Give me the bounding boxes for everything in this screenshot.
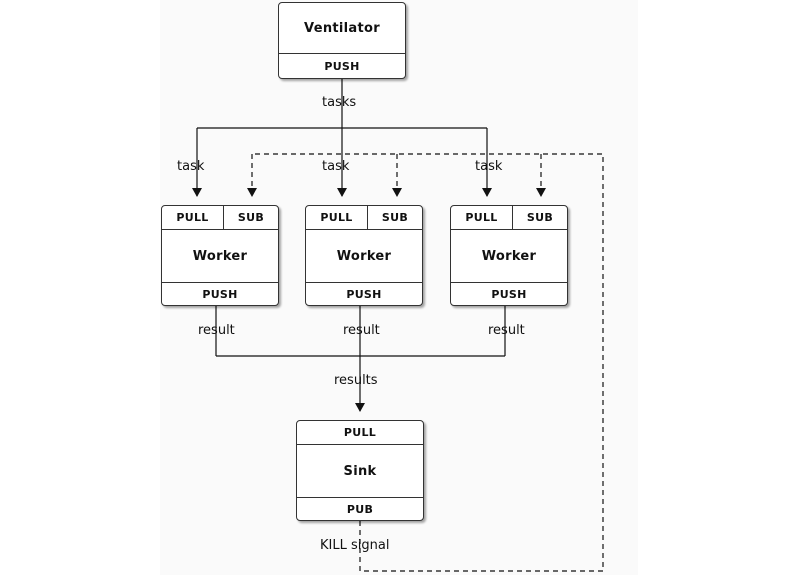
worker-pull-socket: PULL xyxy=(162,206,224,230)
sink-pull-socket: PULL xyxy=(297,421,423,445)
worker-title: Worker xyxy=(481,248,537,264)
task-label-1: task xyxy=(177,159,205,174)
ventilator-title: Ventilator xyxy=(304,20,380,36)
worker-box-2: PULL SUB Worker PUSH xyxy=(305,205,423,306)
worker-sub-socket: SUB xyxy=(224,206,278,230)
worker-pull-socket: PULL xyxy=(451,206,513,230)
kill-signal-line xyxy=(252,153,604,572)
worker-box-3: PULL SUB Worker PUSH xyxy=(450,205,568,306)
worker-push-socket: PUSH xyxy=(306,282,422,305)
sink-title: Sink xyxy=(343,463,377,479)
worker-sub-socket: SUB xyxy=(368,206,422,230)
ventilator-box: Ventilator PUSH xyxy=(278,2,406,79)
result-label-2: result xyxy=(343,323,380,338)
task-label-3: task xyxy=(475,159,503,174)
tasks-label: tasks xyxy=(322,95,357,110)
ventilator-push-socket: PUSH xyxy=(279,53,405,78)
results-label: results xyxy=(334,373,378,388)
kill-signal-label: KILL signal xyxy=(320,538,390,553)
sink-pub-socket: PUB xyxy=(297,497,423,520)
worker-sub-socket: SUB xyxy=(513,206,567,230)
worker-push-socket: PUSH xyxy=(162,282,278,305)
worker-box-1: PULL SUB Worker PUSH xyxy=(161,205,279,306)
sink-box: PULL Sink PUB xyxy=(296,420,424,521)
worker-title: Worker xyxy=(192,248,248,264)
result-label-1: result xyxy=(198,323,235,338)
worker-pull-socket: PULL xyxy=(306,206,368,230)
result-label-3: result xyxy=(488,323,525,338)
task-label-2: task xyxy=(322,159,350,174)
worker-push-socket: PUSH xyxy=(451,282,567,305)
worker-title: Worker xyxy=(336,248,392,264)
